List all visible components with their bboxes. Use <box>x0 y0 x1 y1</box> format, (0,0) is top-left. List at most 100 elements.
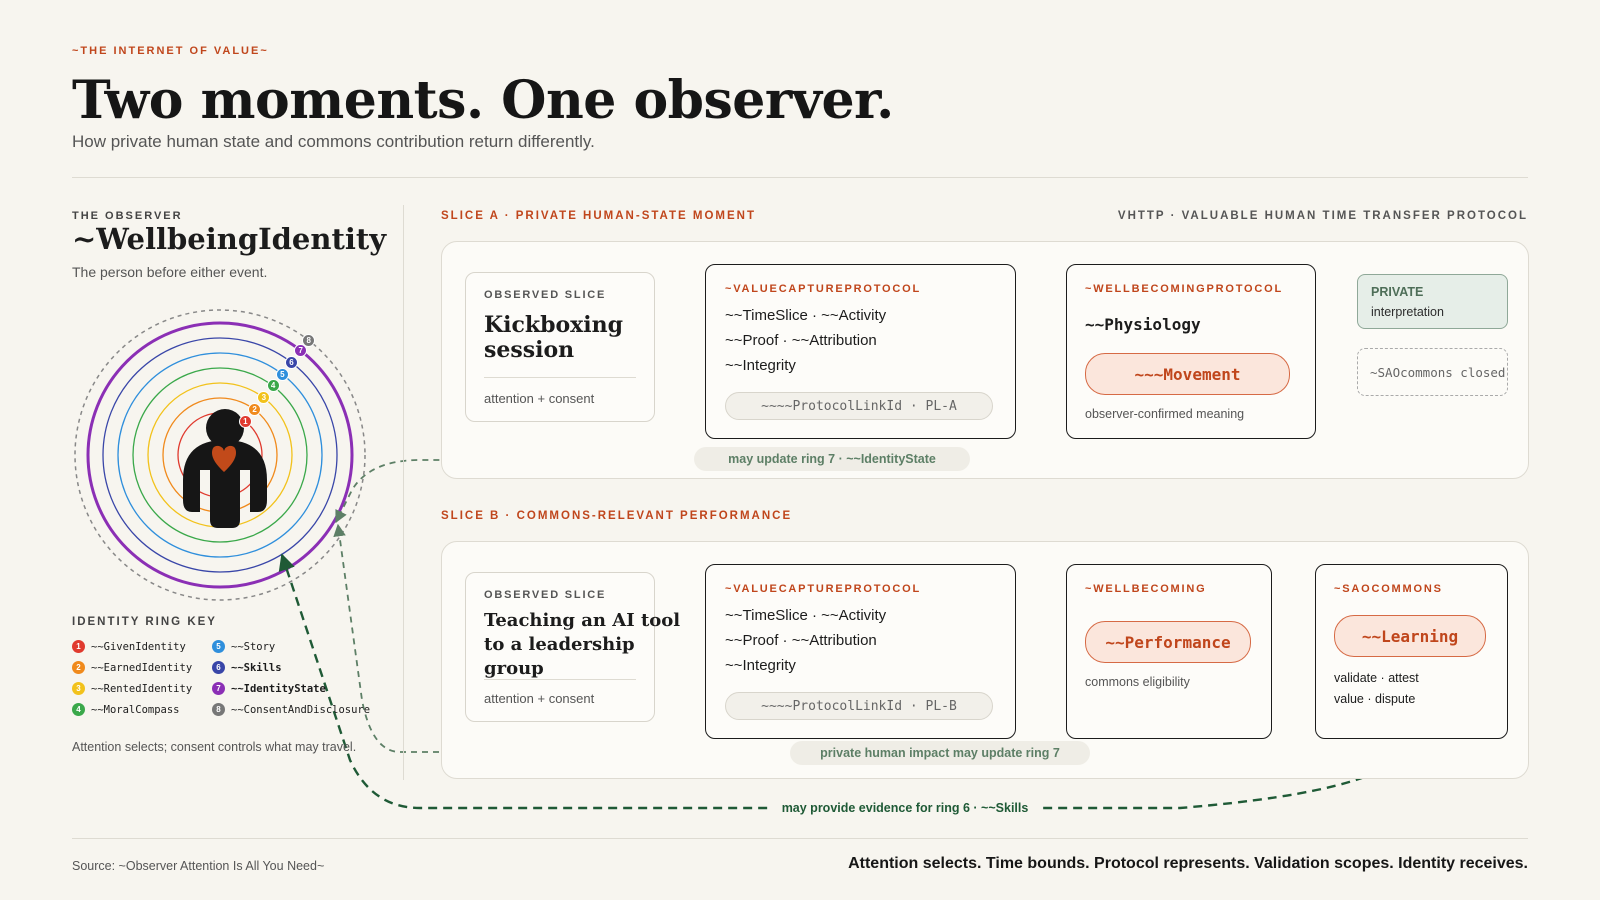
observed-note: attention + consent <box>484 391 595 406</box>
route-a-label: may update ring 7 · ~~IdentityState <box>694 447 970 471</box>
movement-chip: ~~~Movement <box>1085 353 1290 395</box>
protocol-label: VHTTP · VALUABLE HUMAN TIME TRANSFER PRO… <box>1117 210 1528 222</box>
slice-b-observed-card: OBSERVED SLICE Teaching an AI tool to a … <box>465 572 680 722</box>
performance-chip: ~~Performance <box>1085 621 1251 663</box>
wbp-note: observer-confirmed meaning <box>1085 407 1245 421</box>
observed-title: Teaching an AI tool to a leadership grou… <box>484 609 680 681</box>
slice-a-vcp-card: ~VALUECAPTUREPROTOCOL ~~TimeSlice · ~~Ac… <box>705 264 1016 439</box>
observed-title-line: Kickboxing <box>484 312 624 338</box>
ring-key-dot: 3 <box>72 682 85 695</box>
vcp-kicker: ~VALUECAPTUREPROTOCOL <box>725 283 921 295</box>
sao-line: value · dispute <box>1334 692 1416 706</box>
ring-key-dot: 2 <box>72 661 85 674</box>
private-sub: interpretation <box>1371 305 1444 319</box>
ring-key-label: ~~EarnedIdentity <box>91 661 193 674</box>
vcp-line: ~~Proof · ~~Attribution <box>725 632 877 649</box>
ring-key-label: ~~GivenIdentity <box>91 640 186 653</box>
observed-title: Kickboxing session <box>484 313 623 363</box>
ring-key-item: 4 ~~MoralCompass <box>72 703 212 716</box>
protocol-link-pill: ~~~~ProtocolLinkId · PL-B <box>725 692 993 720</box>
vcp-line: ~~Proof · ~~Attribution <box>725 332 877 349</box>
private-title: PRIVATE <box>1371 285 1424 299</box>
vcp-kicker: ~VALUECAPTUREPROTOCOL <box>725 583 921 595</box>
page-title: Two moments. One observer. <box>72 70 894 131</box>
observed-title-line: group <box>484 658 544 679</box>
tagline: Attention selects. Time bounds. Protocol… <box>848 855 1528 872</box>
ring-key-item: 7 ~~IdentityState <box>212 682 362 695</box>
observed-kicker: OBSERVED SLICE <box>484 589 607 601</box>
route-b-commons-label: may provide evidence for ring 6 · ~~Skil… <box>770 796 1040 820</box>
ring-key: 1 ~~GivenIdentity 5 ~~Story 2 ~~EarnedIdentit… <box>72 640 392 716</box>
slice-b-vcp-card: ~VALUECAPTUREPROTOCOL ~~TimeSlice · ~~Ac… <box>705 564 1016 739</box>
wb-kicker: ~WELLBECOMING <box>1085 583 1207 595</box>
source-note: Source: ~Observer Attention Is All You N… <box>72 859 325 873</box>
learning-chip: ~~Learning <box>1334 615 1486 657</box>
observed-kicker: OBSERVED SLICE <box>484 289 607 301</box>
kicker: ~THE INTERNET OF VALUE~ <box>72 45 269 57</box>
wbp-item: ~~Physiology <box>1085 315 1201 334</box>
ring-badge: 5 <box>275 367 289 381</box>
sao-line: validate · attest <box>1334 671 1419 685</box>
wb-note: commons eligibility <box>1085 675 1190 689</box>
saocommons-closed-box: ~SAOcommons closed <box>1357 348 1508 396</box>
ring-4-moral-compass <box>132 367 308 543</box>
observed-divider <box>484 679 636 680</box>
observer-footnote: Attention selects; consent controls what… <box>72 740 357 754</box>
ring-key-dot: 1 <box>72 640 85 653</box>
footer-divider <box>72 838 1528 839</box>
ring-badge: 4 <box>266 379 280 393</box>
route-b-private-label: private human impact may update ring 7 <box>790 741 1090 765</box>
observer-desc: The person before either event. <box>72 264 268 280</box>
slice-b-label: SLICE B · COMMONS-RELEVANT PERFORMANCE <box>441 510 793 522</box>
ring-6-skills <box>102 337 338 573</box>
ring-5-story <box>117 352 323 558</box>
vcp-line: ~~Integrity <box>725 357 796 374</box>
ring-badge: 1 <box>238 414 252 428</box>
route-a-ring7 <box>335 329 1429 524</box>
header-divider <box>72 177 1528 178</box>
ring-key-item: 1 ~~GivenIdentity <box>72 640 212 653</box>
observed-title-line: session <box>484 337 575 363</box>
observed-title-line: to a leadership <box>484 634 635 655</box>
ring-key-dot: 7 <box>212 682 225 695</box>
observed-divider <box>484 377 636 378</box>
ring-key-label: ~~IdentityState <box>231 682 326 695</box>
ring-key-label: ~~RentedIdentity <box>91 682 193 695</box>
ring-badge: 3 <box>257 391 271 405</box>
ring-badge: 8 <box>302 333 316 347</box>
ring-key-dot: 5 <box>212 640 225 653</box>
protocol-link-pill: ~~~~ProtocolLinkId · PL-A <box>725 392 993 420</box>
ring-badge: 7 <box>294 343 308 357</box>
private-interpretation-box: PRIVATE interpretation <box>1357 274 1508 329</box>
sao-kicker: ~SAOCOMMONS <box>1334 583 1443 595</box>
ring-key-dot: 4 <box>72 703 85 716</box>
ring-key-label: ~~MoralCompass <box>91 703 180 716</box>
wbp-kicker: ~WELLBECOMINGPROTOCOL <box>1085 283 1284 295</box>
ring-7-identity-state <box>86 321 354 589</box>
ring-key-item: 2 ~~EarnedIdentity <box>72 661 212 674</box>
vcp-line: ~~TimeSlice · ~~Activity <box>725 607 887 624</box>
slice-b-sao-card: ~SAOCOMMONS ~~Learning validate · attest… <box>1315 564 1508 739</box>
slice-a-wbp-card: ~WELLBECOMINGPROTOCOL ~~Physiology ~~~Mo… <box>1066 264 1316 439</box>
page-subtitle: How private human state and commons cont… <box>72 132 595 151</box>
ring-key-item: 6 ~~Skills <box>212 661 362 674</box>
slice-b-wb-card: ~WELLBECOMING ~~Performance commons elig… <box>1066 564 1272 739</box>
ring-key-label: ~~Skills <box>231 661 282 674</box>
observer-label: THE OBSERVER <box>72 210 183 222</box>
ring-key-label: ~~Story <box>231 640 276 653</box>
ring-key-item: 8~~ConsentAndDisclosure <box>212 703 370 716</box>
ring-key-item: 5 ~~Story <box>212 640 362 653</box>
slice-a-label: SLICE A · PRIVATE HUMAN-STATE MOMENT <box>441 210 756 222</box>
column-divider <box>403 205 404 780</box>
ring-key-dot: 6 <box>212 661 225 674</box>
ring-key-title: IDENTITY RING KEY <box>72 616 217 628</box>
observed-note: attention + consent <box>484 691 595 706</box>
person-icon <box>183 409 267 528</box>
ring-key-item: 3 ~~RentedIdentity <box>72 682 212 695</box>
ring-key-label: ~~ConsentAndDisclosure <box>231 703 371 716</box>
heart-icon <box>212 445 236 472</box>
observer-name: ~WellbeingIdentity <box>72 222 387 256</box>
vcp-line: ~~Integrity <box>725 657 796 674</box>
observed-title-line: Teaching an AI tool <box>484 610 681 631</box>
